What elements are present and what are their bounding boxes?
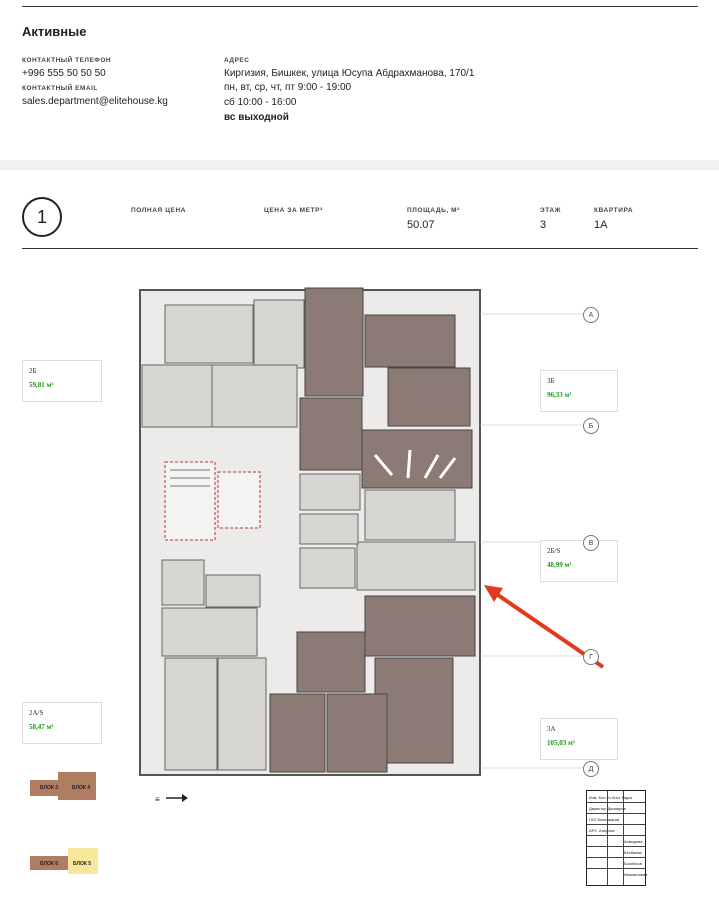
unit-selected-2bs <box>356 541 476 591</box>
callout-title: 2А/S <box>29 709 44 717</box>
unit-left-low-4 <box>164 657 218 771</box>
phone-label: КОНТАКТНЫЙ ТЕЛЕФОН <box>22 57 112 64</box>
axis-d-bubble: Д <box>583 761 599 777</box>
apartment-label: КВАРТИРА <box>594 207 634 214</box>
svg-text:≡: ≡ <box>155 795 160 804</box>
area-label: ПЛОЩАДЬ, М² <box>407 207 460 214</box>
axis-v-bubble: В <box>583 535 599 551</box>
stamp-row-6: Бообеков <box>624 861 642 866</box>
unit-upper-left-1 <box>164 304 254 364</box>
full-price-label: ПОЛНАЯ ЦЕНА <box>131 207 187 214</box>
callout-area: 96,33 м² <box>547 391 572 399</box>
block-5-label: БЛОК 5 <box>73 861 92 867</box>
callout-2as[interactable]: 2А/S 58,47 м² <box>22 702 102 744</box>
email-link[interactable]: sales.department@elitehouse.kg <box>22 96 168 107</box>
block-3-4-thumb <box>30 772 96 800</box>
callout-2bs[interactable]: 2Б/S 48,99 м² <box>540 540 618 582</box>
stamp-row-0: Изм. Кол.уч Лист №док <box>589 795 633 800</box>
unit-dark-10 <box>326 693 388 773</box>
callout-title: 3Б <box>547 377 555 385</box>
stamp-row-3: АРХ. Анерзов <box>589 828 615 833</box>
callout-area: 58,47 м² <box>29 723 54 731</box>
unit-small-3 <box>299 547 356 589</box>
address-text: Киргизия, Бишкек, улица Юсупа Абдрахмано… <box>224 68 475 79</box>
unit-left-3 <box>141 364 213 428</box>
unit-dark-4 <box>299 397 363 471</box>
stamp-row-4: Ахмедова <box>624 839 643 844</box>
address-label: АДРЕС <box>224 57 250 64</box>
info-divider <box>22 248 698 249</box>
unit-left-low-5 <box>217 657 267 771</box>
price-per-meter-label: ЦЕНА ЗА МЕТР² <box>264 207 323 214</box>
hours-weekdays: пн, вт, ср, чт, пт 9:00 - 19:00 <box>224 82 352 93</box>
stamp-row-2: ГАП Бекназаров <box>589 817 620 822</box>
block-5-highlight <box>68 848 98 874</box>
stair-core <box>164 461 216 541</box>
block-4-label: БЛОК 4 <box>72 785 91 791</box>
phone-link[interactable]: +996 555 50 50 50 <box>22 68 106 79</box>
area-value: 50.07 <box>407 219 435 231</box>
callout-title: 3А <box>547 725 556 733</box>
hours-saturday: сб 10:00 - 16:00 <box>224 97 297 108</box>
unit-left-low-3 <box>161 607 258 657</box>
unit-small-1 <box>299 473 361 511</box>
block-3-label: БЛОК 3 <box>40 785 59 791</box>
listing-number-badge: 1 <box>22 197 62 237</box>
stamp-row-5: Бекбаева <box>624 850 642 855</box>
callout-title: 2Б <box>29 367 37 375</box>
unit-dark-9 <box>269 693 326 773</box>
hours-sunday: вс выходной <box>224 112 289 123</box>
elevator-core <box>217 471 261 529</box>
stamp-row-7: Иманалиева <box>624 872 648 877</box>
unit-dark-6 <box>364 595 476 657</box>
unit-mid-right-1 <box>364 489 456 541</box>
unit-dark-8 <box>374 657 454 764</box>
email-label: КОНТАКТНЫЙ EMAIL <box>22 85 98 92</box>
stamp-row-1: Директор Данияров <box>589 806 626 811</box>
callout-title: 2Б/S <box>547 547 561 555</box>
floor-value: 3 <box>540 219 547 231</box>
unit-left-low-2 <box>205 574 261 608</box>
callout-3a[interactable]: 3А 105,03 м² <box>540 718 618 760</box>
callout-area: 105,03 м² <box>547 739 575 747</box>
callout-2b[interactable]: 2Б 59,81 м² <box>22 360 102 402</box>
block-6-label: БЛОК 6 <box>40 861 59 867</box>
axis-b-bubble: Б <box>583 418 599 434</box>
callout-3b[interactable]: 3Б 96,33 м² <box>540 370 618 412</box>
floor-label: ЭТАЖ <box>540 207 562 214</box>
status-title: Активные <box>22 24 87 39</box>
unit-dark-1 <box>304 287 364 397</box>
axis-g-bubble: Г <box>583 649 599 665</box>
unit-left-low-1 <box>161 559 205 606</box>
unit-upper-left-2 <box>253 299 305 369</box>
floor-plan-drawing[interactable]: ≡ <box>0 260 719 900</box>
top-divider <box>22 6 698 7</box>
stair-marks <box>373 449 457 479</box>
axis-a-bubble: А <box>583 307 599 323</box>
unit-dark-2 <box>364 314 456 368</box>
callout-area: 48,99 м² <box>547 561 572 569</box>
unit-small-2 <box>299 513 359 545</box>
callout-area: 59,81 м² <box>29 381 54 389</box>
unit-left-4 <box>211 364 298 428</box>
section-separator <box>0 160 719 170</box>
apartment-value: 1А <box>594 219 608 231</box>
drawing-stamp: Изм. Кол.уч Лист №док Директор Данияров … <box>586 790 648 886</box>
unit-dark-3 <box>387 367 471 427</box>
unit-dark-7 <box>296 631 366 693</box>
